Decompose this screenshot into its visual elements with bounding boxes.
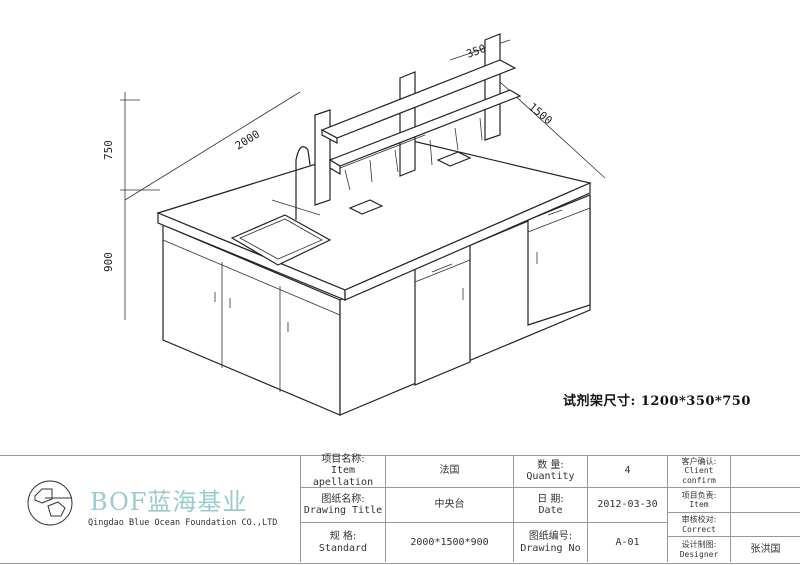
large-sink — [230, 214, 332, 266]
small-sink-1 — [348, 199, 384, 215]
dim-shelf-height: 750 — [102, 140, 115, 160]
item-label: 项目名称:Item apellation — [300, 454, 385, 488]
reagent-shelf-size-note: 试剂架尺寸: 1200*350*750 — [563, 394, 751, 409]
brand-name: BOF蓝海基业 — [90, 488, 248, 516]
client-label: 客户确认:Client confirm — [667, 455, 730, 488]
company-logo-icon — [27, 480, 73, 526]
correct-label: 审核校对:Correct — [667, 513, 730, 537]
company-name: Qingdao Blue Ocean Foundation CO.,LTD — [88, 518, 278, 528]
drawing-no-value: A-01 — [587, 523, 667, 562]
correct-value[interactable] — [730, 513, 800, 537]
dim-depth: 1500 — [526, 100, 555, 127]
small-sink-2 — [436, 151, 472, 167]
bench-body — [162, 194, 591, 416]
standard-label: 规 格:Standard — [300, 523, 385, 562]
client-value[interactable] — [730, 455, 800, 488]
standard-value: 2000*1500*900 — [385, 523, 513, 562]
quantity-label: 数 量:Quantity — [513, 455, 587, 488]
title-block — [0, 455, 800, 564]
designer-value: 张洪国 — [730, 537, 800, 562]
lead-label: 项目负责:Item — [667, 488, 730, 513]
title-value: 中央台 — [385, 488, 513, 523]
dim-bench-height: 900 — [102, 252, 115, 272]
worktop — [156, 137, 592, 301]
quantity-value: 4 — [587, 455, 667, 488]
dimension-lines — [120, 39, 606, 320]
isometric-drawing: 2000 1500 350 750 900 — [102, 33, 606, 416]
lead-value[interactable] — [730, 488, 800, 513]
item-value: 法国 — [385, 455, 513, 488]
date-label: 日 期:Date — [513, 488, 587, 523]
dim-shelf-depth: 350 — [465, 42, 488, 61]
date-value: 2012-03-30 — [587, 488, 667, 523]
title-label: 图纸名称:Drawing Title — [300, 488, 385, 523]
designer-label: 设计制图:Designer — [667, 537, 730, 562]
reagent-shelf — [271, 33, 522, 220]
drawing-no-label: 图纸编号:Drawing No — [513, 523, 587, 562]
